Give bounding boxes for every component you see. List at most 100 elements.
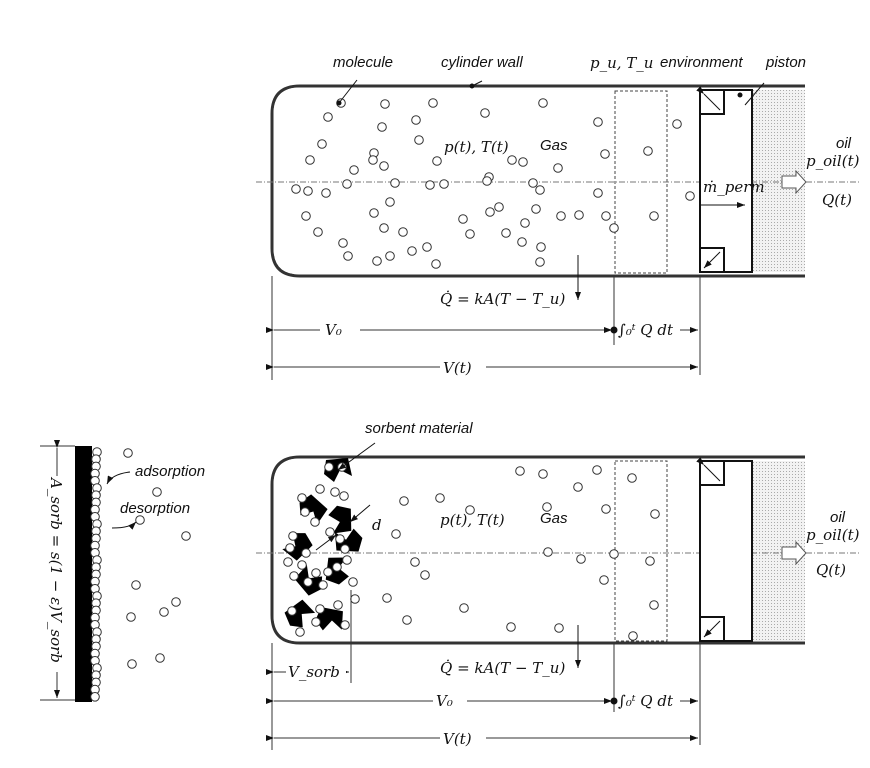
label-gas-state: p(t), T(t) [444,138,509,156]
sorption-detail: adsorption desorption A_sorb = s(1 − ε)V… [40,440,205,702]
sorbent-particle-icon [299,494,328,525]
molecule-icon [321,188,331,198]
molecule-icon [576,554,586,564]
molecule-icon [159,607,169,617]
molecule-icon [377,122,387,132]
molecule-icon [300,507,310,517]
piston-bottom [696,457,753,642]
molecule-icon [528,178,538,188]
molecule-icon [609,549,619,559]
molecule-icon [482,176,492,186]
label-sorption-area: A_sorb = s(1 − ε)V_sorb [47,476,65,663]
molecule-icon [432,156,442,166]
label-vt: V(t) [443,359,472,377]
molecule-icon [135,515,145,525]
label-v0-bottom: V₀ [436,692,453,710]
molecule-icon [342,179,352,189]
molecule-icon [301,548,311,558]
molecule-icon [465,505,475,515]
molecule-icon [311,617,321,627]
molecule-icon [428,98,438,108]
molecule-icon [494,202,504,212]
molecule-icon [685,191,695,201]
label-adsorption: adsorption [135,463,205,480]
molecule-icon [338,238,348,248]
molecule-icon [485,207,495,217]
label-piston: piston [765,54,806,71]
label-flow: Q(t) [822,191,852,209]
molecule-icon [343,251,353,261]
molecule-icon [574,210,584,220]
molecule-icon [599,575,609,585]
label-gas-state-bottom: p(t), T(t) [440,511,505,529]
molecule-icon [458,214,468,224]
label-gas-bottom: Gas [540,510,568,527]
molecule-icon [553,163,563,173]
molecule-icon [573,482,583,492]
molecule-icon [332,562,342,572]
molecule-icon [402,615,412,625]
molecule-icon [305,155,315,165]
molecule-icon [643,146,653,156]
molecule-icon [380,99,390,109]
molecule-icon [127,659,137,669]
molecule-icon [283,557,293,567]
molecule-icon [152,487,162,497]
molecule-icon [535,257,545,267]
molecule-icon [372,256,382,266]
molecule-icon [288,531,298,541]
molecule-icon [297,493,307,503]
molecule-icon [126,612,136,622]
label-oil-pressure-bottom: p_oil(t) [806,526,860,544]
molecule-icon [323,112,333,122]
molecule-icon [645,556,655,566]
bottom-labels: sorbent material d p(t), T(t) Gas oil p_… [288,420,860,748]
molecule-icon [459,603,469,613]
piston [696,86,753,273]
molecule-icon [379,161,389,171]
molecule-icon [411,115,421,125]
molecule-icon [425,180,435,190]
label-heat-flow-bottom: Q̇ = kA(T − T_u) [440,659,565,677]
molecule-icon [155,653,165,663]
molecule-icon [520,218,530,228]
molecule-icon [465,229,475,239]
molecule-icon [123,448,133,458]
molecule-icon [609,223,619,233]
molecule-icon [601,504,611,514]
molecule-icon [543,547,553,557]
molecule-icon [348,577,358,587]
bottom-cylinder [256,442,860,750]
label-environment: environment [660,54,743,71]
molecule-icon [349,165,359,175]
molecule-icon [368,155,378,165]
sorbent-surface [75,446,92,702]
molecule-icon [325,527,335,537]
molecule-icon [301,211,311,221]
label-vt-bottom: V(t) [443,730,472,748]
molecule-icon [600,149,610,159]
sorbent-particle-icon [328,505,352,534]
molecule-icon [333,600,343,610]
molecule-icon [285,543,295,553]
molecule-icon [369,208,379,218]
molecule-icon [422,242,432,252]
cylinder-wall [270,84,805,278]
molecule-icon [310,517,320,527]
molecule-icon [303,186,313,196]
molecule-icon [518,157,528,167]
molecule-icon [535,185,545,195]
molecules-bottom [283,462,660,641]
molecule-icon [593,117,603,127]
molecule-icon [335,534,345,544]
molecule-icon [313,227,323,237]
label-oil: oil [836,135,852,152]
molecule-icon [431,259,441,269]
molecule-icon [399,496,409,506]
molecule-icon [398,227,408,237]
molecule-icon [131,580,141,590]
molecule-icon [339,491,349,501]
molecule-icon [506,622,516,632]
